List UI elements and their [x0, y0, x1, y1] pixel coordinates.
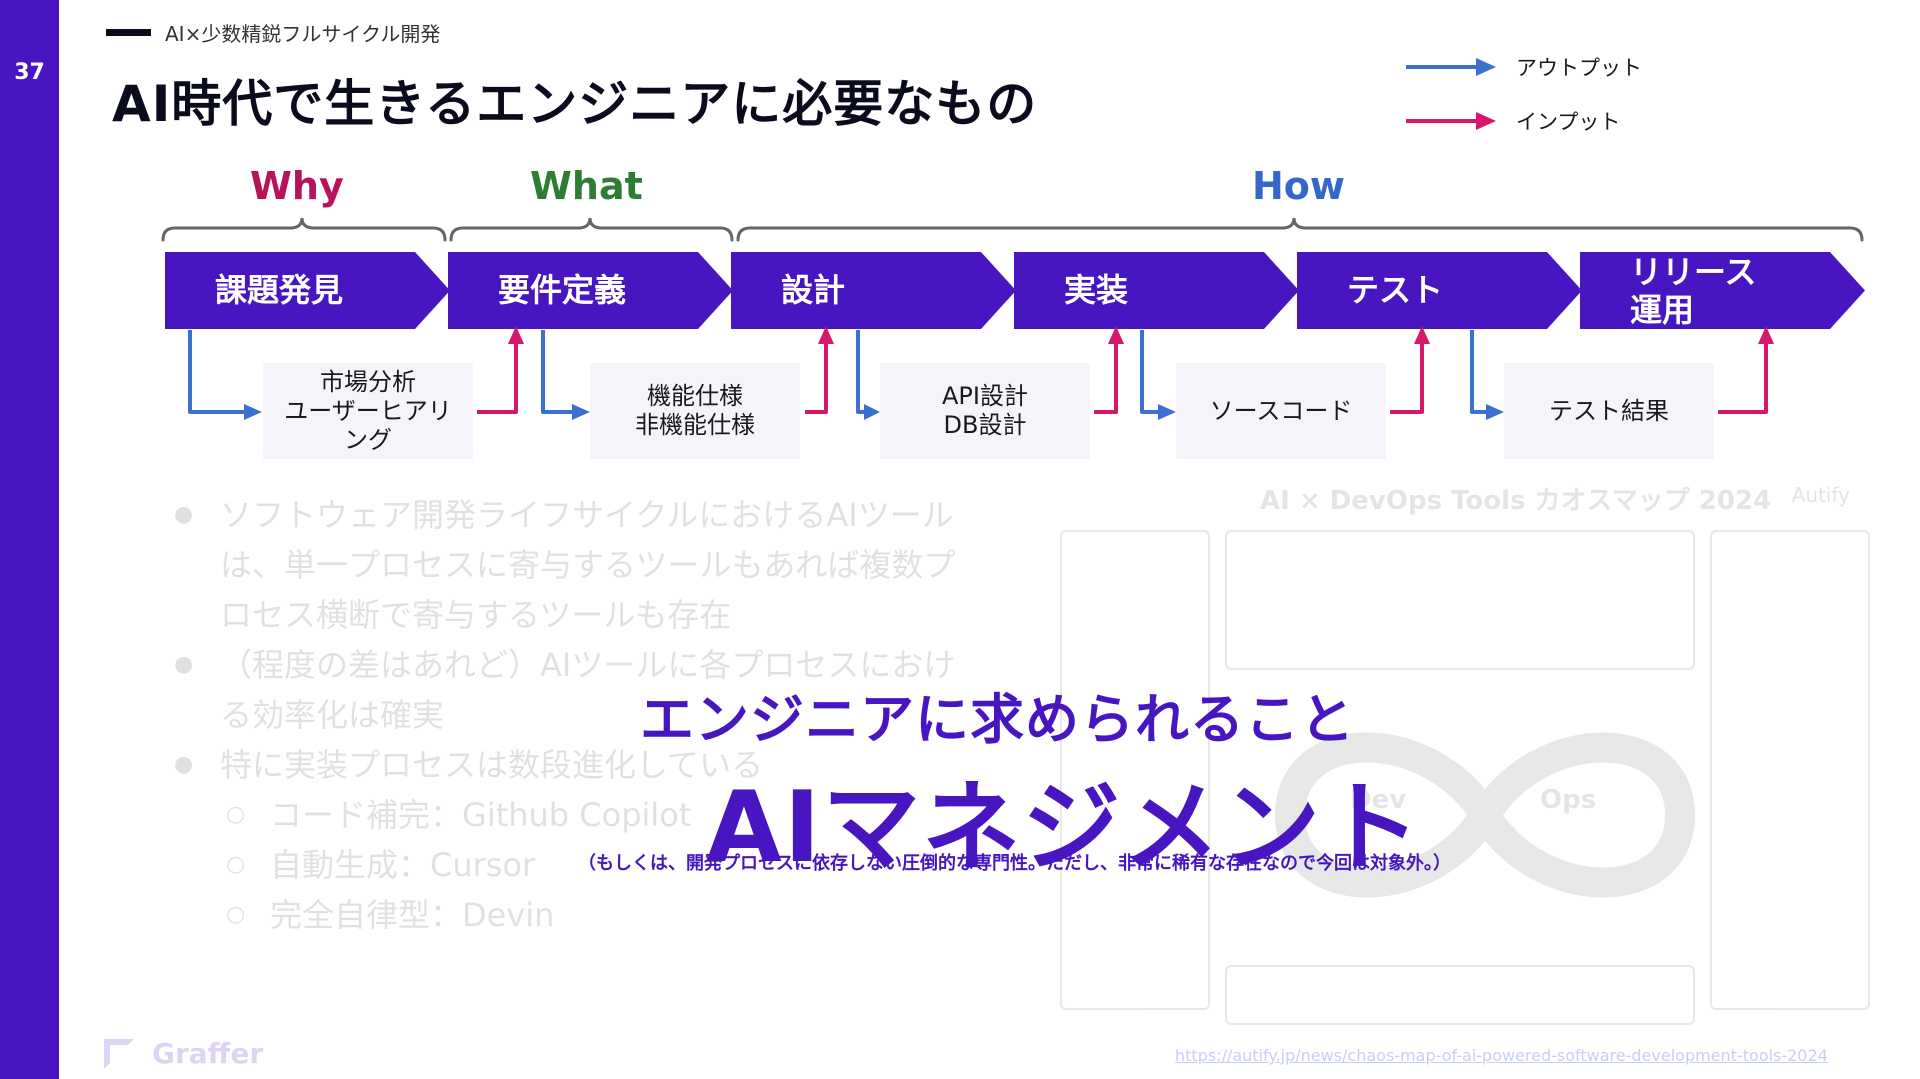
process-label: 要件定義	[498, 271, 627, 309]
source-link[interactable]: https://autify.jp/news/chaos-map-of-ai-p…	[1175, 1046, 1828, 1065]
map-section-box	[1710, 530, 1870, 1010]
input-flow-arrow	[477, 342, 518, 414]
arrow-head	[572, 404, 590, 420]
output-flow-arrow	[1140, 330, 1160, 414]
phase-why: Why	[250, 164, 344, 208]
process-label: リリース 運用	[1630, 253, 1757, 329]
arrow-head	[244, 404, 262, 420]
input-flow-arrow	[805, 342, 828, 414]
legend-output-label: アウトプット	[1516, 56, 1642, 80]
process-label: 実装	[1064, 271, 1129, 309]
devops-infinity-icon	[1274, 732, 1696, 898]
sub-bullet-item: 自動生成：Cursor	[170, 840, 970, 890]
arrow-head	[864, 404, 880, 420]
background-bullets: ソフトウェア開発ライフサイクルにおけるAIツール は、単一プロセスに寄与するツー…	[170, 490, 970, 940]
map-section-box	[1225, 530, 1695, 670]
bullet-item: 特に実装プロセスは数段進化している	[170, 740, 970, 790]
map-ops-label: Ops	[1540, 785, 1597, 815]
bullet-item: ロセス横断で寄与するツールも存在	[220, 596, 732, 634]
process-label: 課題発見	[215, 271, 344, 309]
legend-input: インプット	[1404, 106, 1654, 136]
overlay-headline: AIマネジメント	[706, 771, 1423, 885]
chevron-shape	[731, 252, 1016, 329]
section-title: AI×少数精鋭フルサイクル開発	[165, 22, 441, 46]
process-test: テスト	[1297, 252, 1582, 329]
process-label: テスト	[1347, 271, 1444, 309]
map-section-box	[1060, 530, 1210, 1010]
arrow-head	[818, 326, 834, 344]
how-brace	[736, 218, 1864, 242]
process-design: 設計	[731, 252, 1016, 329]
graffer-logo-text: Graffer	[152, 1037, 264, 1070]
chevron-shape	[448, 252, 733, 329]
output-flow-arrow	[856, 330, 866, 414]
map-title: AI × DevOps Tools カオスマップ 2024	[1260, 486, 1772, 516]
legend-output: アウトプット	[1404, 52, 1654, 82]
why-brace	[161, 218, 447, 242]
arrow-head	[1414, 326, 1430, 344]
chevron-shape	[165, 252, 450, 329]
input-arrow-icon	[1406, 112, 1496, 130]
output-flow-arrow	[541, 330, 574, 414]
input-flow-arrow	[1390, 342, 1424, 414]
overlay-note: （もしくは、開発プロセスに依存しない圧倒的な専門性。ただし、非常に稀有な存在なの…	[578, 853, 1451, 874]
phase-how: How	[1252, 164, 1346, 208]
overlay-subtitle: エンジニアに求められること	[640, 688, 1355, 751]
flow-arrows	[188, 326, 1774, 420]
chevron-shape	[1580, 252, 1865, 329]
graffer-logo: Graffer	[104, 1033, 304, 1073]
bullet-item: ソフトウェア開発ライフサイクルにおけるAIツール	[170, 490, 970, 540]
arrow-head	[1108, 326, 1124, 344]
process-release: リリース 運用	[1580, 252, 1865, 329]
bullet-item: （程度の差はあれど）AIツールに各プロセスにおけ	[170, 640, 970, 690]
artifact-specifications: 機能仕様 非機能仕様	[590, 363, 800, 459]
chevron-shape	[1297, 252, 1582, 329]
input-flow-arrow	[1718, 342, 1768, 414]
legend-input-label: インプット	[1516, 110, 1621, 134]
arrow-head	[1158, 404, 1176, 420]
map-dev-label: Dev	[1350, 785, 1407, 815]
input-flow-arrow	[1094, 342, 1118, 414]
arrow-head	[1758, 326, 1774, 344]
phase-braces	[161, 218, 1864, 242]
artifact-market-analysis: 市場分析 ユーザーヒアリ ング	[263, 363, 473, 459]
what-brace	[449, 218, 734, 242]
map-section-box	[1225, 965, 1695, 1025]
arrow-head	[1486, 404, 1504, 420]
process-requirements: 要件定義	[448, 252, 733, 329]
phase-what: What	[530, 164, 643, 208]
output-arrow-icon	[1406, 58, 1496, 76]
sub-bullet-item: コード補完：Github Copilot	[170, 790, 970, 840]
page-title: AI時代で生きるエンジニアに必要なもの	[112, 75, 1038, 133]
bullet-item: は、単一プロセスに寄与するツールもあれば複数プ	[220, 546, 956, 584]
artifact-source-code: ソースコード	[1176, 363, 1386, 459]
output-flow-arrow	[188, 330, 246, 414]
chevron-shape	[1014, 252, 1299, 329]
output-flow-arrow	[1470, 330, 1488, 414]
process-label: 設計	[781, 271, 846, 309]
artifact-test-results: テスト結果	[1504, 363, 1714, 459]
graffer-logo-icon	[104, 1039, 134, 1069]
background-chaos-map: AI × DevOps Tools カオスマップ 2024 Autify Dev…	[1060, 475, 1870, 1035]
process-discovery: 課題発見	[165, 252, 450, 329]
process-implementation: 実装	[1014, 252, 1299, 329]
arrow-head	[508, 326, 524, 344]
bullet-item: る効率化は確実	[220, 696, 445, 734]
sub-bullet-item: 完全自律型：Devin	[170, 890, 970, 940]
artifact-api-db-design: API設計 DB設計	[880, 363, 1090, 459]
section-marker	[106, 29, 151, 36]
map-brand: Autify	[1791, 483, 1850, 507]
page-number: 37	[14, 60, 45, 85]
sidebar: 37	[0, 0, 59, 1079]
